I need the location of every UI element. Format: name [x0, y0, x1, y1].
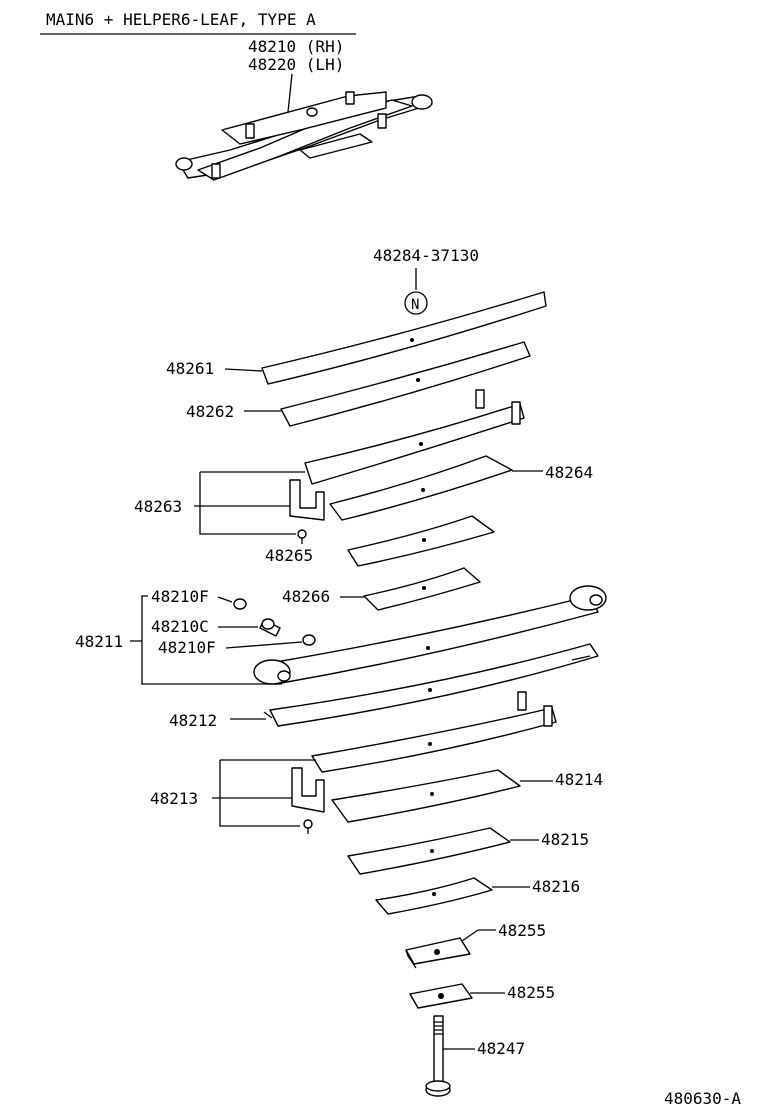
- bushing-48210C: [259, 618, 281, 637]
- new-part-symbol-circle: [404, 291, 428, 315]
- label-48261: 48261: [166, 359, 214, 378]
- spring-assembly-illustration: [175, 91, 433, 181]
- leaf-48214: [331, 769, 521, 823]
- label-48255-top: 48255: [498, 921, 546, 940]
- leaf-48263-top: [304, 389, 525, 485]
- leaf-48265: [347, 515, 495, 567]
- bushing-48210F-bottom: [302, 634, 316, 646]
- leaf-48216: [375, 877, 493, 915]
- label-48210C: 48210C: [151, 617, 209, 636]
- leaf-48266: [363, 567, 481, 611]
- label-48210F-bottom: 48210F: [158, 638, 216, 657]
- figure-code: 480630-A: [664, 1089, 741, 1108]
- spacer-48255-top: [405, 937, 471, 969]
- label-48247: 48247: [477, 1039, 525, 1058]
- diagram-title: MAIN6 + HELPER6-LEAF, TYPE A: [46, 10, 316, 29]
- label-48211: 48211: [75, 632, 123, 651]
- label-48262: 48262: [186, 402, 234, 421]
- label-48210F-top: 48210F: [151, 587, 209, 606]
- assembly-lh-label: 48220 (LH): [248, 55, 344, 74]
- bushing-48210F-top: [233, 598, 247, 610]
- new-part-number: 48284-37130: [373, 246, 479, 265]
- clip-48263: [289, 479, 325, 544]
- label-48212: 48212: [169, 711, 217, 730]
- label-48265: 48265: [265, 546, 313, 565]
- main-leaf-48211: [253, 585, 607, 685]
- label-48215: 48215: [541, 830, 589, 849]
- label-48263: 48263: [134, 497, 182, 516]
- leaf-48261: [261, 291, 547, 385]
- leaf-48215: [347, 827, 511, 875]
- leaf-48262: [280, 341, 531, 427]
- leaf-48212: [263, 643, 599, 727]
- label-48266: 48266: [282, 587, 330, 606]
- center-bolt-48247: [425, 1015, 451, 1097]
- label-48264: 48264: [545, 463, 593, 482]
- assembly-rh-label: 48210 (RH): [248, 37, 344, 56]
- label-48214: 48214: [555, 770, 603, 789]
- label-48216: 48216: [532, 877, 580, 896]
- assembly-leader: [287, 73, 293, 113]
- clip-48213: [291, 767, 325, 834]
- new-part-symbol: N: [411, 297, 419, 313]
- spacer-48255-bottom: [409, 983, 473, 1009]
- leaf-48264: [329, 455, 513, 521]
- label-48213: 48213: [150, 789, 198, 808]
- label-48255-bottom: 48255: [507, 983, 555, 1002]
- leaf-48213-top: [311, 691, 557, 773]
